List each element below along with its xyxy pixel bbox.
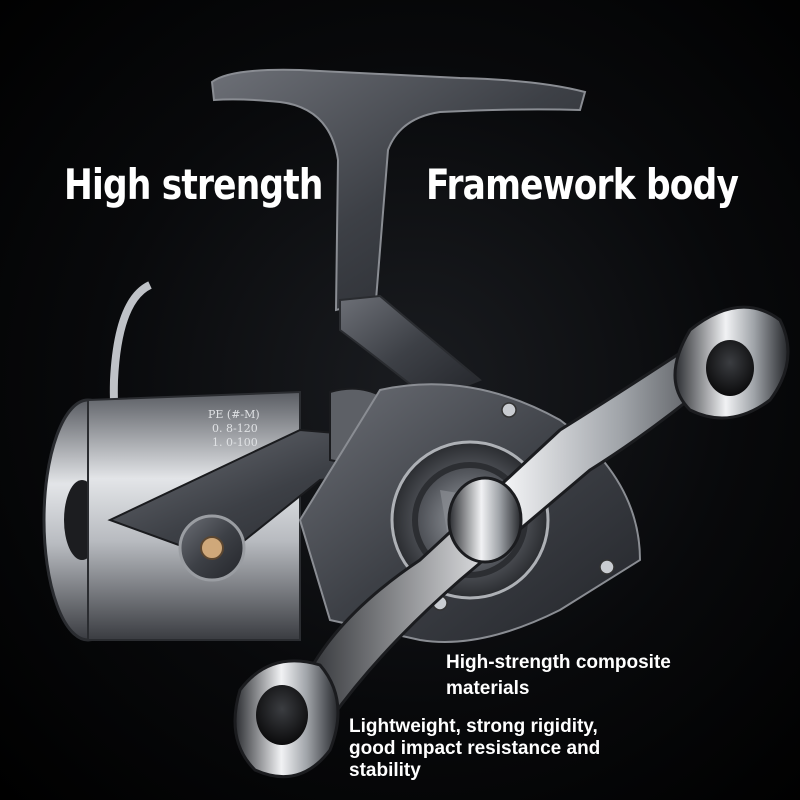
- reel-stem: [339, 294, 482, 402]
- handle-knob-top: [673, 305, 790, 420]
- headline-framework-body: Framework body: [426, 160, 739, 209]
- caption-composite-materials: High-strength composite materials: [446, 652, 671, 699]
- reel-foot: [210, 68, 587, 312]
- handle-knob-bottom: [233, 659, 340, 779]
- screw: [501, 402, 517, 418]
- spool-label: PE (#-M) 0. 8-120 1. 0-100: [208, 408, 263, 449]
- handle-hub: [447, 476, 523, 564]
- caption-properties: Lightweight, strong rigidity, good impac…: [349, 716, 601, 781]
- screw: [599, 559, 615, 575]
- headline-high-strength: High strength: [64, 160, 323, 209]
